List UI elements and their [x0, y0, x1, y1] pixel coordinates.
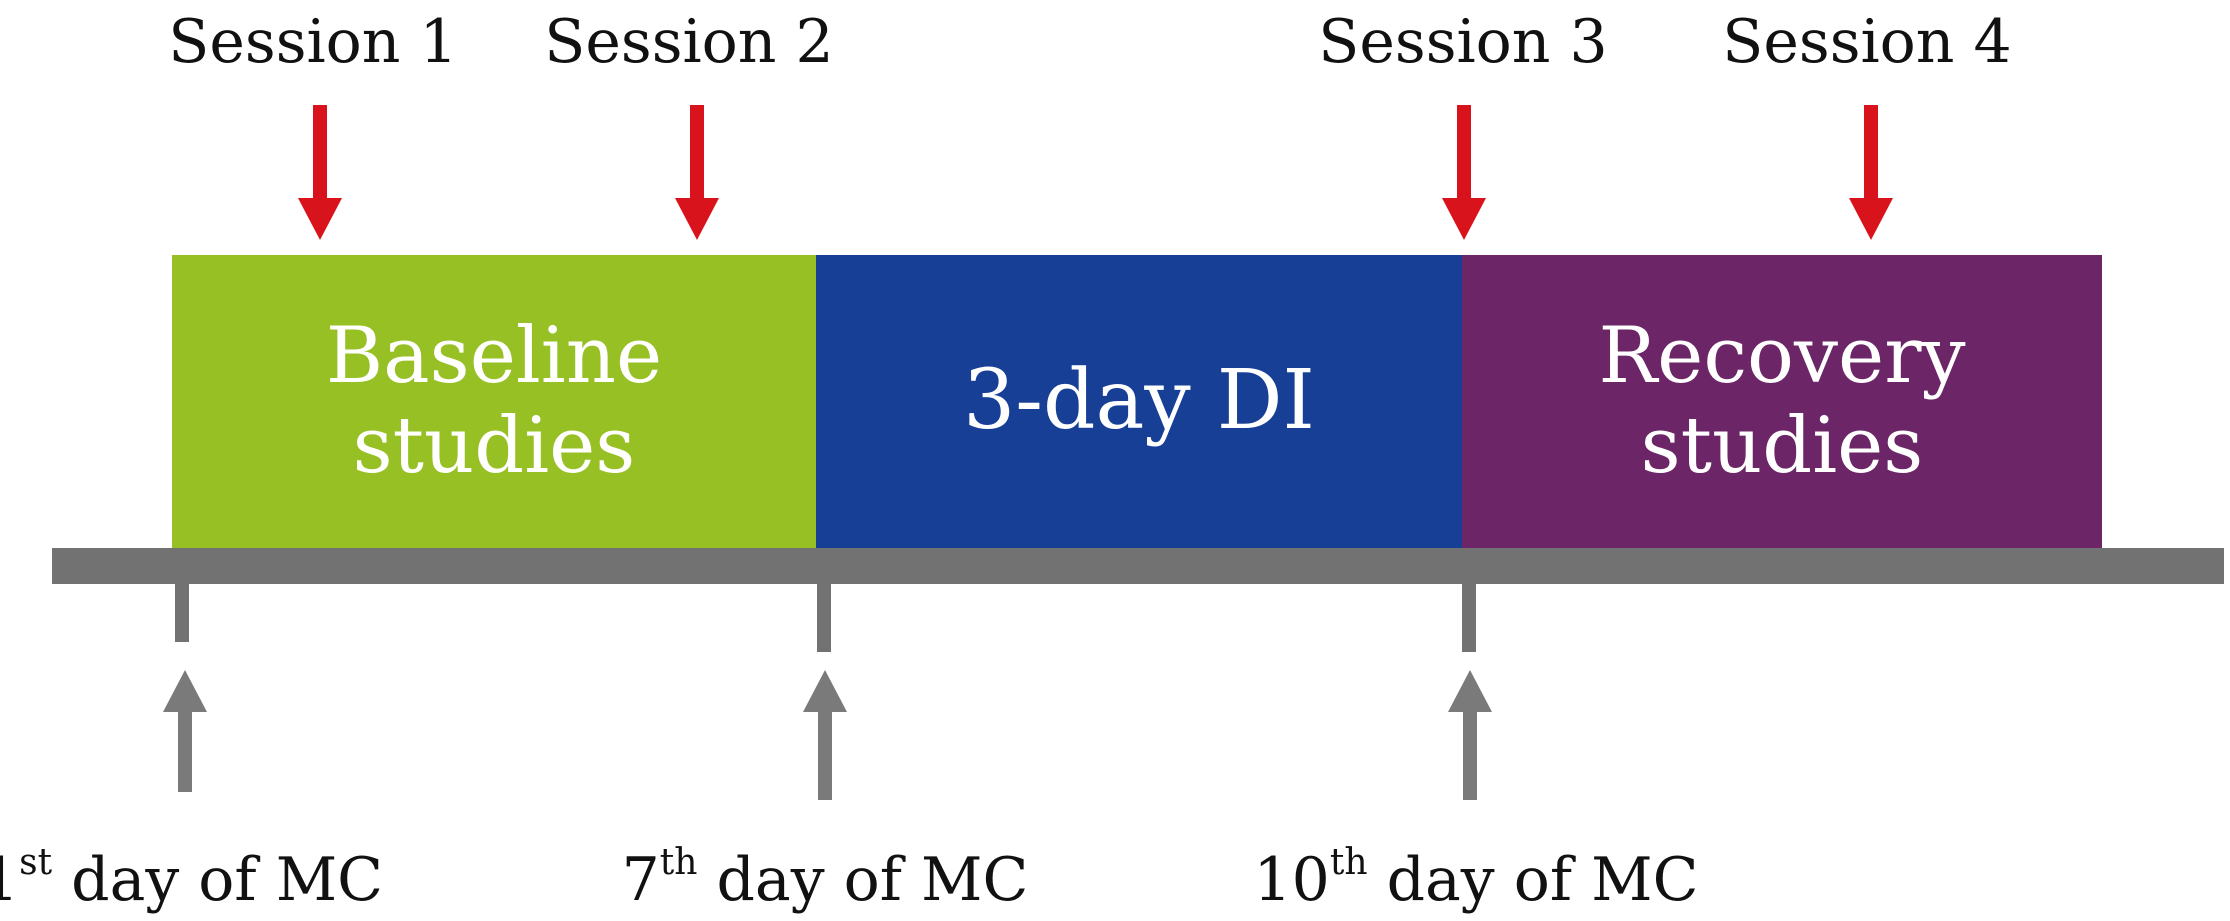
session-arrow-2 [675, 105, 719, 240]
day-10-sup: th [1329, 842, 1368, 883]
baseline-line-1: Baseline [325, 310, 663, 401]
day-label-1: 1st day of MC [0, 845, 383, 911]
session-arrow-4 [1849, 105, 1893, 240]
tick-day-1 [175, 584, 189, 642]
tick-day-7 [817, 584, 831, 652]
recovery-studies-block: Recovery studies [1462, 255, 2102, 548]
di-block: 3-day DI [816, 255, 1462, 548]
day-7-sup: th [659, 842, 698, 883]
day-label-10: 10th day of MC [1254, 845, 1699, 911]
day-arrow-7 [803, 670, 847, 800]
session-label-3: Session 3 [1318, 7, 1608, 77]
day-arrow-1 [163, 670, 207, 792]
day-1-rest: day of MC [52, 845, 384, 915]
day-1-sup: st [19, 842, 53, 883]
session-arrow-1 [298, 105, 342, 240]
recovery-line-1: Recovery [1598, 310, 1966, 401]
day-7-num: 7 [621, 845, 660, 915]
session-label-1: Session 1 [168, 7, 458, 77]
day-7-rest: day of MC [697, 845, 1029, 915]
timeline-bar [52, 548, 2224, 584]
day-1-num: 1 [0, 845, 20, 915]
session-arrow-3 [1442, 105, 1486, 240]
baseline-line-2: studies [352, 400, 636, 491]
baseline-studies-block: Baseline studies [172, 255, 816, 548]
di-line-1: 3-day DI [963, 353, 1315, 449]
tick-day-10 [1462, 584, 1476, 652]
session-label-4: Session 4 [1722, 7, 2012, 77]
day-arrow-10 [1448, 670, 1492, 800]
day-10-num: 10 [1253, 845, 1330, 915]
session-label-2: Session 2 [544, 7, 834, 77]
recovery-line-2: studies [1640, 400, 1924, 491]
day-10-rest: day of MC [1367, 845, 1699, 915]
day-label-7: 7th day of MC [622, 845, 1029, 911]
